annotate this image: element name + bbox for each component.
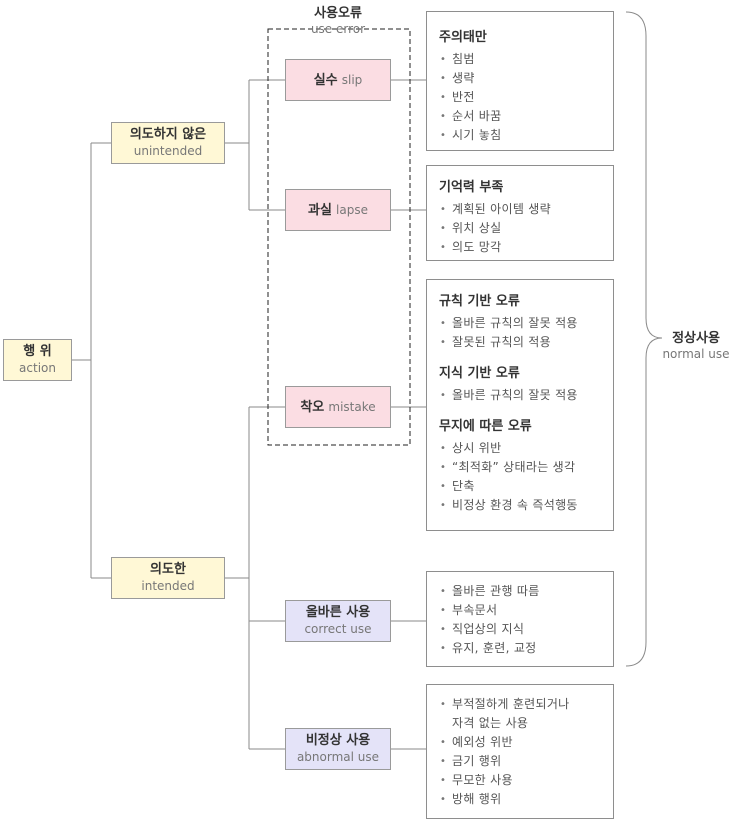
- list-item: 무모한 사용: [439, 771, 605, 790]
- list-item: 상시 위반: [439, 439, 605, 458]
- action-node: 행 위 action: [3, 339, 72, 381]
- ignorance-error-title: 무지에 따른 오류: [439, 419, 532, 434]
- intended-node: 의도한 intended: [111, 557, 225, 599]
- rule-based-error-title: 규칙 기반 오류: [439, 294, 520, 309]
- correct-use-node: 올바른 사용 correct use: [285, 600, 391, 642]
- slip-node: 실수 slip: [285, 59, 391, 101]
- lapse-node: 과실 lapse: [285, 189, 391, 231]
- list-item: 예외성 위반: [439, 733, 605, 752]
- use-error-label: 사용오류 use error: [310, 6, 366, 36]
- normal-use-label: 정상사용 normal use: [662, 331, 730, 361]
- knowledge-based-error-title: 지식 기반 오류: [439, 366, 520, 381]
- list-item: 방해 행위: [439, 790, 605, 809]
- abnormal-use-detail-box: 부적절하게 훈련되거나 자격 없는 사용 예외성 위반 금기 행위 무모한 사용…: [426, 684, 614, 819]
- abnormal-use-node: 비정상 사용 abnormal use: [285, 728, 391, 770]
- list-item: 비정상 환경 속 즉석행동: [439, 496, 605, 515]
- lapse-detail-box: 기억력 부족 계획된 아이템 생략 위치 상실 의도 망각: [426, 165, 614, 261]
- list-item: 올바른 관행 따름: [439, 582, 605, 601]
- list-item: 위치 상실: [439, 219, 605, 238]
- list-item: 반전: [439, 88, 605, 107]
- list-item: 잘못된 규칙의 적용: [439, 333, 605, 352]
- list-item: “최적화” 상태라는 생각: [439, 458, 605, 477]
- list-item: 계획된 아이템 생략: [439, 200, 605, 219]
- list-item: 올바른 규칙의 잘못 적용: [439, 314, 605, 333]
- slip-detail-box: 주의태만 침범 생략 반전 순서 바꿈 시기 놓침: [426, 11, 614, 151]
- list-item: 시기 놓침: [439, 126, 605, 145]
- list-item: 침범: [439, 50, 605, 69]
- list-item: 생략: [439, 69, 605, 88]
- mistake-detail-box: 규칙 기반 오류 올바른 규칙의 잘못 적용 잘못된 규칙의 적용 지식 기반 …: [426, 279, 614, 531]
- correct-use-detail-box: 올바른 관행 따름 부속문서 직업상의 지식 유지, 훈련, 교정: [426, 571, 614, 667]
- list-item: 부적절하게 훈련되거나 자격 없는 사용: [439, 695, 605, 733]
- mistake-node: 착오 mistake: [285, 386, 391, 428]
- lapse-detail-title: 기억력 부족: [439, 180, 504, 195]
- list-item: 의도 망각: [439, 238, 605, 257]
- unintended-node: 의도하지 않은 unintended: [111, 122, 225, 164]
- list-item: 단축: [439, 477, 605, 496]
- list-item: 순서 바꿈: [439, 107, 605, 126]
- slip-detail-title: 주의태만: [439, 30, 487, 45]
- list-item: 직업상의 지식: [439, 620, 605, 639]
- list-item: 올바른 규칙의 잘못 적용: [439, 386, 605, 405]
- list-item: 유지, 훈련, 교정: [439, 639, 605, 658]
- list-item: 금기 행위: [439, 752, 605, 771]
- list-item: 부속문서: [439, 601, 605, 620]
